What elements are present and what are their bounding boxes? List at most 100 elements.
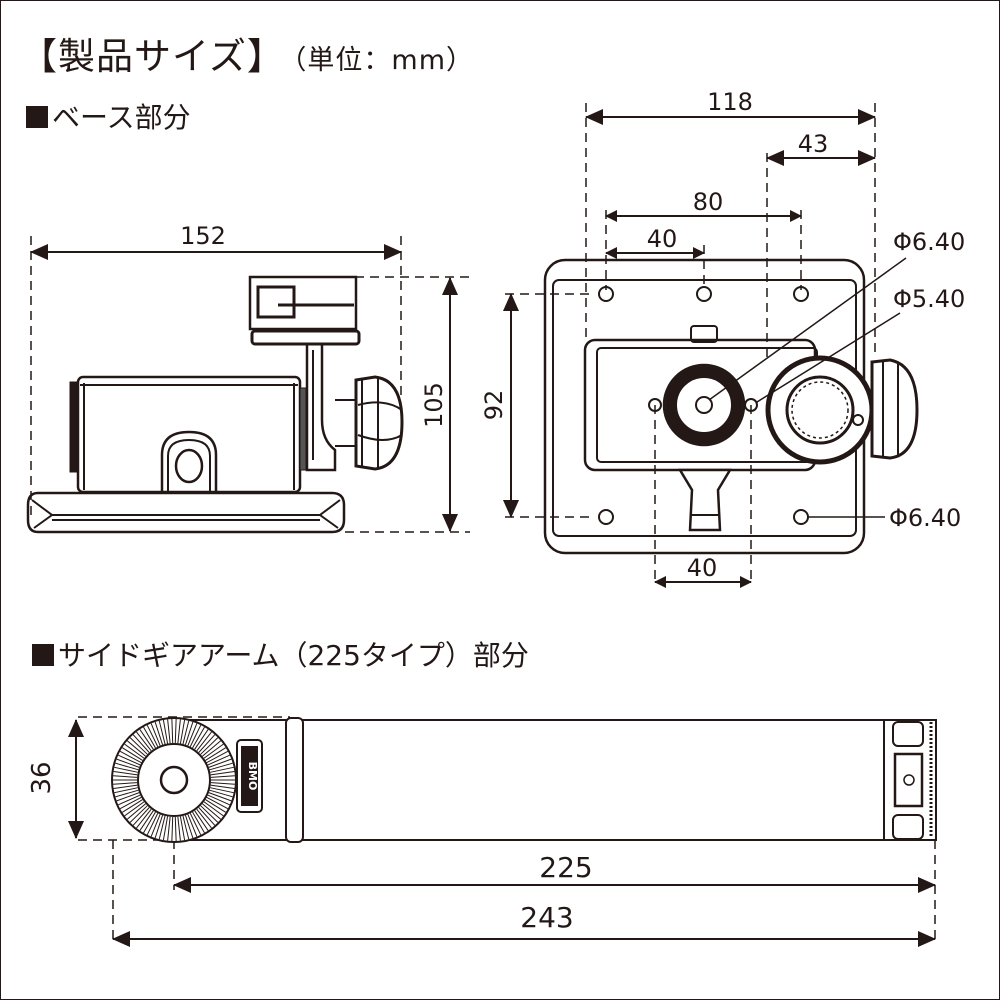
grip-texture-left <box>69 381 79 473</box>
gear-tooth <box>210 775 235 778</box>
gear-tooth <box>118 794 141 806</box>
callout-hole-5-40: Φ5.40 <box>893 285 965 313</box>
gear-tooth <box>124 743 145 759</box>
gear-tooth <box>116 758 140 768</box>
section-heading-arm: サイドギアアーム（225タイプ）部分 <box>32 634 529 674</box>
gear-tooth <box>132 807 150 826</box>
turntable-outer <box>662 363 746 447</box>
gear-tooth <box>177 816 181 841</box>
mount-head <box>248 275 358 331</box>
gear-tooth <box>207 754 230 766</box>
ball-housing <box>160 430 218 492</box>
gear-tooth <box>158 720 166 745</box>
hole <box>793 286 809 302</box>
gear-tooth <box>202 740 222 757</box>
gear-tooth <box>182 720 190 745</box>
gear-tooth <box>129 737 148 755</box>
base-body <box>76 375 302 494</box>
gear-tooth <box>114 766 138 773</box>
gear-tooth <box>182 815 190 840</box>
gear-tooth <box>194 810 209 831</box>
gear-tooth <box>177 719 181 744</box>
gear-tooth <box>210 766 234 773</box>
callout-hole-6-40-top: Φ6.40 <box>893 228 965 256</box>
gear-tooth <box>150 814 161 837</box>
hole <box>598 509 614 525</box>
gear-tooth <box>189 813 202 836</box>
square-bullet-icon <box>26 106 48 128</box>
gear-tooth <box>139 810 154 831</box>
gear-tooth <box>207 794 230 806</box>
gear-tooth <box>171 719 174 744</box>
base-plate <box>26 491 346 534</box>
grip-texture-right <box>299 387 307 471</box>
gear-tooth <box>174 816 177 841</box>
gear-tooth <box>210 784 235 789</box>
gear-tooth <box>154 721 164 745</box>
gear-tooth <box>162 816 169 841</box>
gear-tooth <box>196 731 212 752</box>
gear-tooth <box>122 799 143 813</box>
dim-label-40-top: 40 <box>647 225 678 253</box>
gear-tooth <box>200 805 219 823</box>
knob <box>354 375 404 471</box>
gear-tooth <box>209 762 233 771</box>
gear-tooth <box>158 815 166 840</box>
gear-tooth <box>210 782 235 785</box>
gear-tooth <box>192 726 205 749</box>
dim-label-36: 36 <box>27 761 57 794</box>
turntable-hole <box>695 396 713 414</box>
gear-tooth <box>184 815 194 839</box>
gear-tooth <box>146 813 159 836</box>
gear-tooth <box>136 731 152 752</box>
gear-tooth <box>113 784 138 789</box>
gear-tooth <box>119 750 142 764</box>
dim-label-105: 105 <box>420 382 448 428</box>
callout-hole-6-40-bottom: Φ6.40 <box>889 504 961 532</box>
gear-tooth <box>200 737 219 755</box>
dim-label-80: 80 <box>693 188 724 216</box>
gear-tooth <box>146 724 159 747</box>
gear-tooth <box>126 740 146 757</box>
gear-tooth <box>179 816 186 841</box>
gear-tooth <box>167 719 171 744</box>
gear-tooth <box>115 762 139 771</box>
dim-label-243: 243 <box>520 901 573 934</box>
gear-tooth <box>150 723 161 746</box>
gear-tooth <box>196 808 212 829</box>
hole <box>696 286 712 302</box>
gear-tooth <box>119 796 142 810</box>
gear-tooth <box>143 726 156 749</box>
gear-tooth <box>154 815 164 839</box>
gear-tooth <box>167 816 171 841</box>
gear-tooth <box>192 811 205 834</box>
dimension-labels: 152 105 118 43 80 40 40 92 Φ6.40 Φ5.40 Φ… <box>27 88 965 934</box>
clamp-bore <box>785 375 855 445</box>
gear-tooth <box>205 747 226 761</box>
logo-plate <box>236 739 263 813</box>
dim-label-92: 92 <box>480 390 508 421</box>
gear-tooth <box>189 724 202 747</box>
gear-tooth <box>136 808 152 829</box>
dim-label-152: 152 <box>180 222 226 250</box>
gear-tooth <box>194 729 209 750</box>
gear-tooth <box>174 719 177 744</box>
dim-label-225: 225 <box>539 851 592 884</box>
clamp-ring <box>765 355 875 465</box>
knob-top <box>870 358 919 460</box>
gear-tooth <box>210 787 234 794</box>
gear-tooth <box>122 747 143 761</box>
page-title: 【製品サイズ】（単位：mm） <box>20 26 474 80</box>
hole <box>598 286 614 302</box>
extension-lines-top <box>505 103 876 585</box>
arm-view <box>68 716 937 947</box>
gear-tooth <box>129 805 148 823</box>
gear-tooth <box>206 796 229 810</box>
gear-tooth <box>203 743 224 759</box>
gear-tooth <box>210 771 235 776</box>
gear-tooth <box>208 792 232 802</box>
gear-tooth <box>113 782 138 785</box>
leader-lines <box>708 257 907 518</box>
logo-text: BMO <box>246 762 259 791</box>
